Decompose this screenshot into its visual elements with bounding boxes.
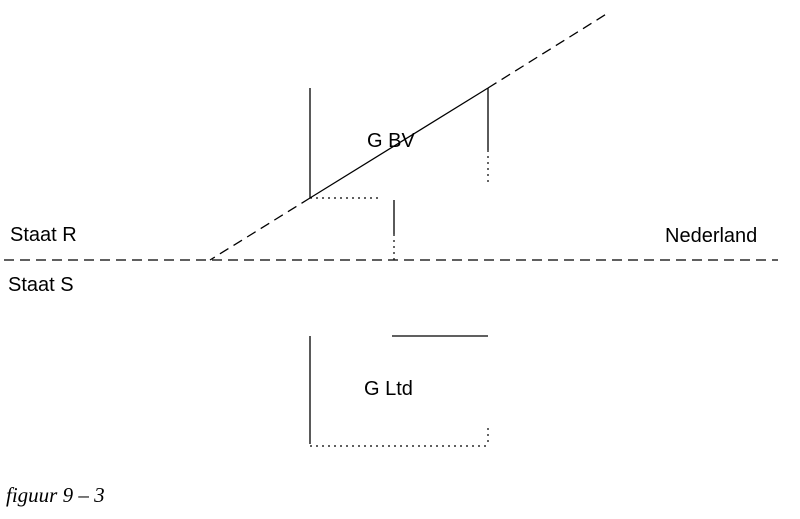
entity-label-g-bv: G BV — [367, 130, 415, 152]
diagonal-line-solid — [309, 87, 489, 199]
state-label-staat-r: Staat R — [10, 224, 77, 246]
diagonal-line-lower-dashed — [209, 197, 311, 261]
diagonal-line-upper-dashed — [487, 12, 609, 89]
state-label-staat-s: Staat S — [8, 274, 74, 296]
country-label-nederland: Nederland — [665, 225, 757, 247]
figure-caption: figuur 9 – 3 — [6, 483, 105, 507]
entity-label-g-ltd: G Ltd — [364, 378, 413, 400]
